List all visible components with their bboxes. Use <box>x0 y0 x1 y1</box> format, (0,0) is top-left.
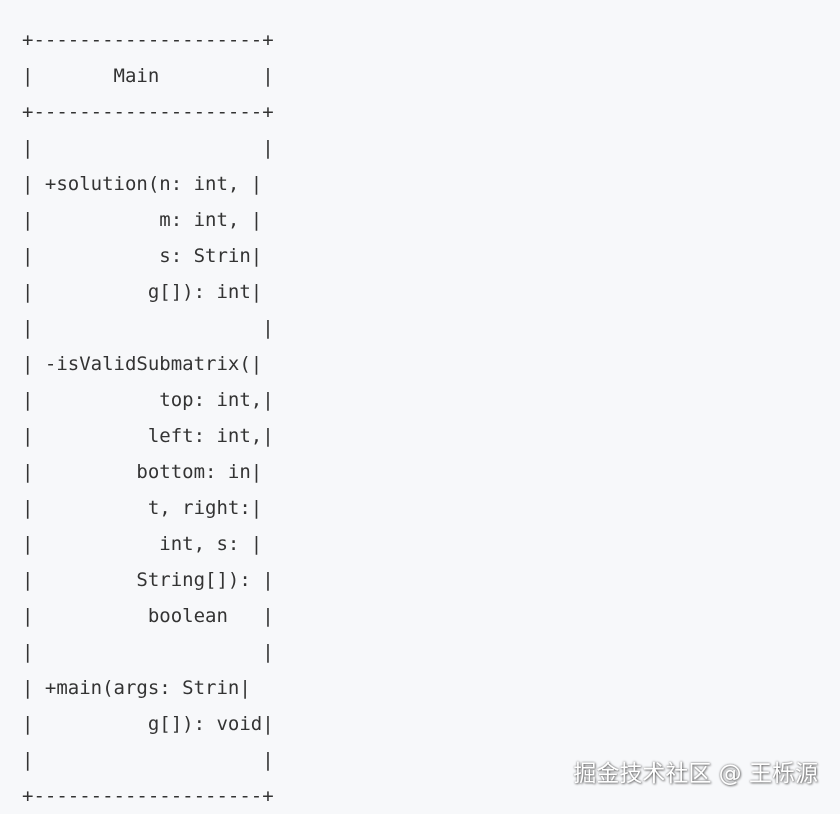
code-line: +--------------------+ <box>22 785 274 807</box>
code-line: | m: int, | <box>22 209 263 231</box>
code-line: | +solution(n: int, | <box>22 173 263 195</box>
code-line: | | <box>22 749 274 771</box>
watermark: 掘金技术社区 @ 王栎源 <box>573 761 818 787</box>
code-line: | int, s: | <box>22 533 263 555</box>
code-line: | boolean | <box>22 605 274 627</box>
code-line: | String[]): | <box>22 569 274 591</box>
code-line: +--------------------+ <box>22 29 274 51</box>
uml-class-diagram-text: +--------------------+ | Main | +---------… <box>22 22 274 814</box>
code-line: | -isValidSubmatrix(| <box>22 353 263 375</box>
code-line: | +main(args: Strin| <box>22 677 251 699</box>
code-line: | top: int,| <box>22 389 274 411</box>
code-line: | g[]): int| <box>22 281 263 303</box>
code-line: | | <box>22 317 274 339</box>
code-line: | t, right:| <box>22 497 263 519</box>
code-line: | g[]): void| <box>22 713 274 735</box>
code-line: +--------------------+ <box>22 101 274 123</box>
code-line: | left: int,| <box>22 425 274 447</box>
code-line: | s: Strin| <box>22 245 263 267</box>
code-line: | | <box>22 137 274 159</box>
code-line: | Main | <box>22 65 274 87</box>
code-line: | | <box>22 641 274 663</box>
code-line: | bottom: in| <box>22 461 263 483</box>
